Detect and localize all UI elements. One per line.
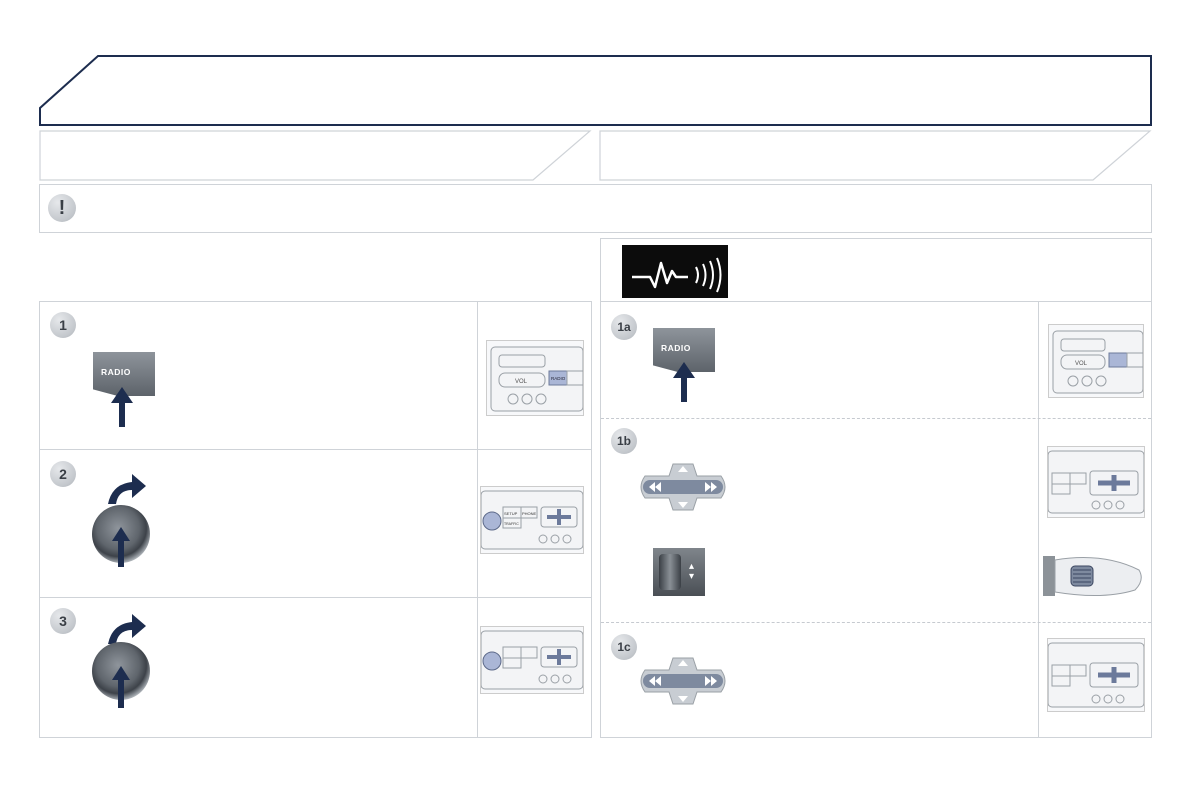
up-down-icon: ▴▾: [689, 561, 695, 582]
steering-wheel-control-icon: ▴▾: [653, 548, 705, 596]
svg-text:SETUP: SETUP: [504, 511, 518, 516]
svg-text:VOL: VOL: [515, 379, 528, 385]
exclamation-icon: !: [48, 194, 76, 222]
header-banner: [39, 55, 1152, 126]
left-divider-1: [40, 449, 591, 450]
radio-button-key: RADIO: [93, 352, 155, 396]
svg-text:PHONE: PHONE: [522, 511, 537, 516]
setup-panel-thumb-3: [480, 626, 584, 694]
radio-key-label: RADIO: [661, 343, 691, 353]
step-badge-1a: 1a: [611, 314, 637, 340]
step-badge-1c: 1c: [611, 634, 637, 660]
radio-panel-thumb-1: VOL RADIO: [486, 340, 584, 416]
svg-text:RADIO: RADIO: [551, 376, 566, 381]
right-steps-panel: 1a RADIO VOL 1b: [600, 301, 1152, 738]
setup-panel-thumb-1c: [1047, 638, 1145, 712]
steering-stalk-thumb: [1043, 546, 1145, 604]
step-badge-1: 1: [50, 312, 76, 338]
press-arrow-icon: [112, 527, 130, 567]
svg-text:TRAFFIC: TRAFFIC: [504, 522, 519, 526]
step-badge-3: 3: [50, 608, 76, 634]
setup-panel-thumb-2: SETUP PHONE TRAFFIC: [480, 486, 584, 554]
left-divider-2: [40, 597, 591, 598]
radio-signal-icon: [622, 245, 728, 298]
right-subheader: [599, 130, 1152, 181]
right-divider-2: [601, 622, 1151, 623]
svg-text:VOL: VOL: [1075, 361, 1088, 367]
right-divider-1: [601, 418, 1151, 419]
right-thumb-separator: [1038, 302, 1039, 738]
thumbwheel: [659, 554, 681, 590]
setup-panel-thumb-1b: [1047, 446, 1145, 518]
left-subheader: [39, 130, 592, 181]
radio-panel-thumb-1a: VOL: [1048, 324, 1144, 398]
rotate-arrow-icon: [108, 474, 146, 504]
rds-box: [600, 238, 1152, 302]
step-badge-1b: 1b: [611, 428, 637, 454]
radio-key-label: RADIO: [101, 367, 131, 377]
arrow-up-icon: [111, 387, 133, 427]
rotate-arrow-icon: [108, 614, 146, 644]
press-arrow-icon: [112, 666, 130, 708]
step-badge-2: 2: [50, 461, 76, 487]
direction-pad-icon: [640, 463, 726, 511]
left-thumb-separator: [477, 302, 478, 738]
direction-pad-icon: [640, 657, 726, 705]
left-steps-panel: 1 RADIO VOL RADIO 2 SETUP PHONE T: [39, 301, 592, 738]
warning-box: !: [39, 184, 1152, 233]
arrow-up-icon: [673, 362, 695, 402]
